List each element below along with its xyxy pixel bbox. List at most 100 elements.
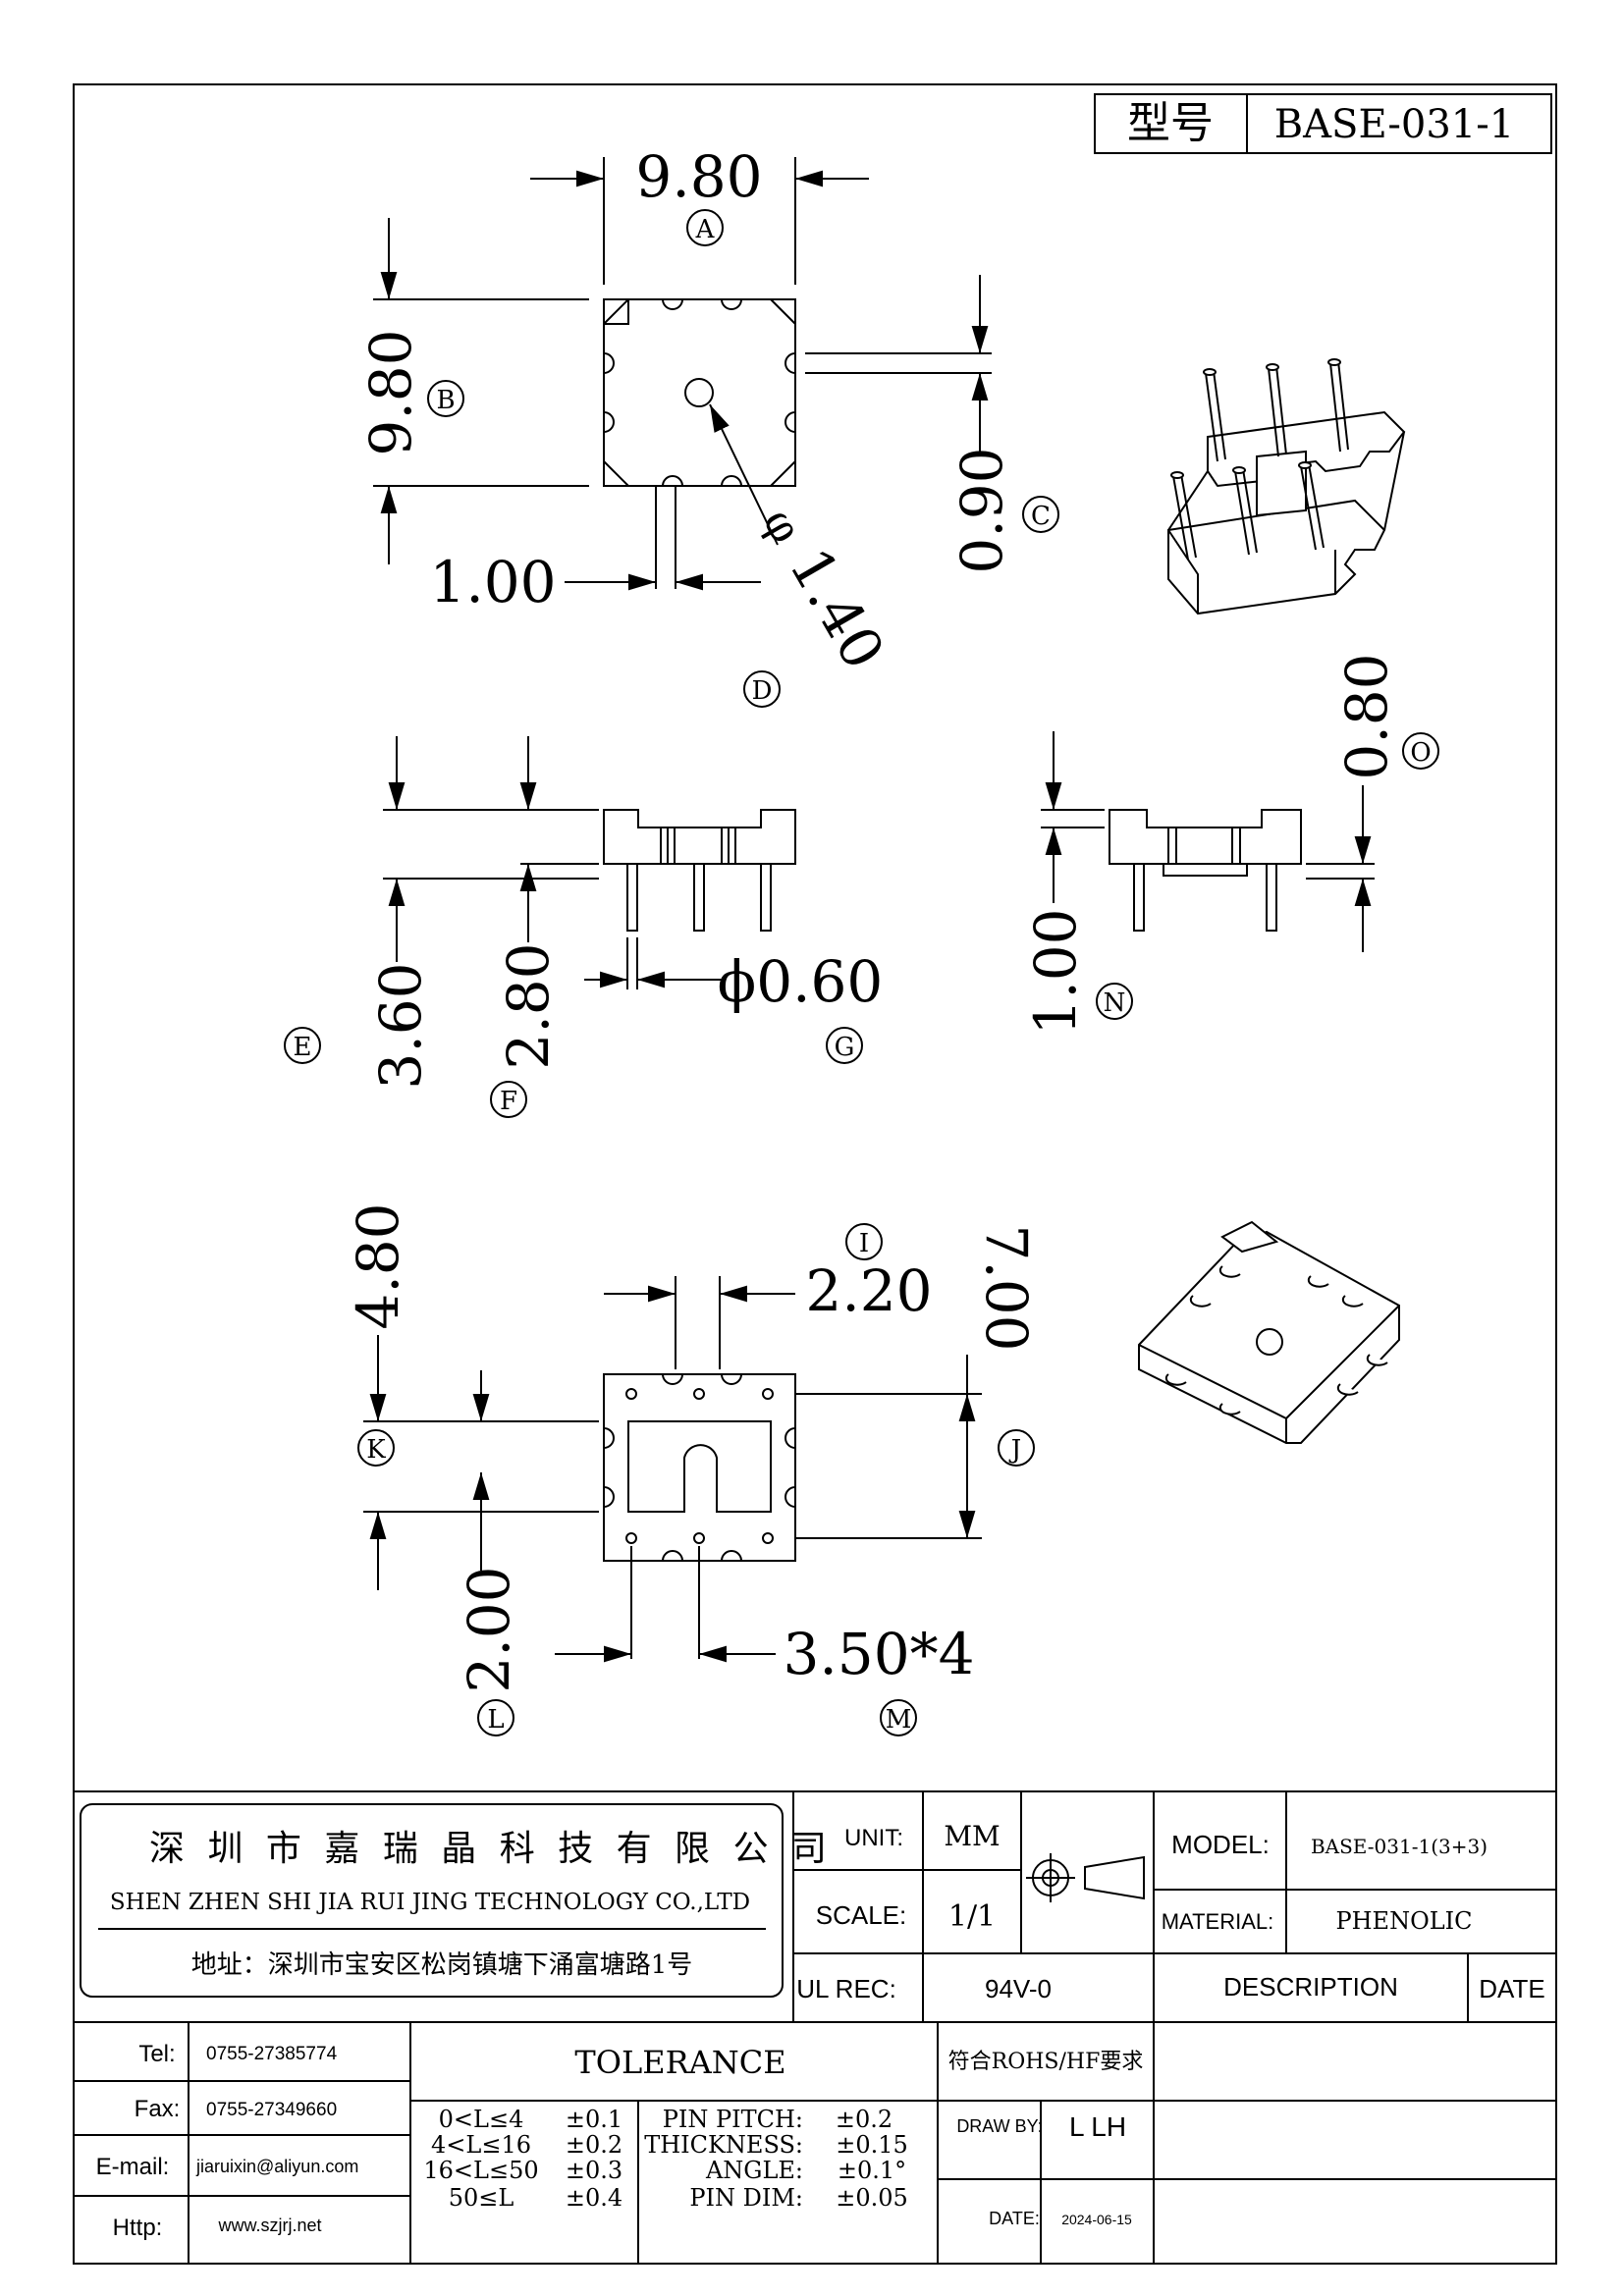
model-value: BASE-031-1(3+3) — [1311, 1835, 1488, 1858]
http-label: Http: — [113, 2215, 163, 2241]
draw-by-value: L LH — [1069, 2111, 1126, 2142]
tel-label: Tel: — [138, 2041, 175, 2067]
svg-text:K: K — [366, 1435, 386, 1465]
dim-n-o — [1041, 731, 1375, 952]
pin-label: PIN DIM: — [689, 2184, 803, 2212]
dim-b-value: 9.80 — [357, 329, 424, 455]
dim-g-value: ϕ0.60 — [718, 948, 884, 1015]
dim-d-prefix: φ — [753, 501, 812, 552]
svg-text:M: M — [886, 1705, 912, 1735]
pin-label: PIN PITCH: — [663, 2106, 803, 2133]
svg-text:F: F — [500, 1087, 517, 1116]
dim-m-value: 3.50*4 — [783, 1621, 974, 1687]
svg-text:C: C — [1031, 502, 1051, 531]
tel-value: 0755-27385774 — [206, 2044, 338, 2064]
dim-i-value: 2.20 — [805, 1257, 932, 1324]
tol-range: 16<L≤50 — [423, 2157, 538, 2184]
tol-range: 50≤L — [449, 2184, 514, 2212]
iso-view-pins — [1167, 358, 1406, 615]
dim-i-j-k-l-m — [363, 1276, 982, 1663]
dim-c-letter: C — [1022, 496, 1059, 533]
scale-label: SCALE: — [816, 1900, 907, 1930]
dim-g-letter: G — [826, 1027, 863, 1064]
email-value: jiaruixin@aliyun.com — [195, 2157, 358, 2176]
dim-d-value: 1.40 — [777, 537, 897, 680]
rohs-note: 符合ROHS/HF要求 — [948, 2050, 1144, 2074]
email-label: E-mail: — [96, 2154, 170, 2180]
svg-text:D: D — [752, 676, 773, 706]
svg-text:I: I — [859, 1229, 869, 1258]
dim-m-letter: M — [880, 1699, 917, 1736]
dim-i-letter: I — [845, 1223, 883, 1260]
sheet-border — [73, 83, 1557, 2265]
tol-range: 0<L≤4 — [439, 2106, 524, 2133]
dim-a — [530, 157, 869, 285]
scale-value: 1/1 — [948, 1899, 996, 1934]
company-en: SHEN ZHEN SHI JIA RUI JING TECHNOLOGY CO… — [110, 1890, 750, 1915]
pin-label: ANGLE: — [705, 2157, 803, 2184]
date-label: DATE: — [989, 2209, 1040, 2228]
top-view — [603, 298, 796, 487]
date-value: 2024-06-15 — [1061, 2212, 1132, 2227]
dim-a-letter: A — [686, 209, 724, 246]
fax-label: Fax: — [135, 2096, 181, 2122]
dim-o-letter: O — [1402, 732, 1439, 770]
tolerance-table: 0<L≤4 ±0.1 4<L≤16 ±0.2 16<L≤50 ±0.3 50≤L… — [423, 2106, 907, 2212]
tol-value: ±0.2 — [566, 2131, 622, 2159]
iso-view-bottom — [1138, 1220, 1400, 1444]
svg-text:J: J — [1008, 1435, 1021, 1465]
material-label: MATERIAL: — [1162, 1909, 1274, 1934]
draw-by-label: DRAW BY: — [956, 2116, 1042, 2136]
http-value: www.szjrj.net — [217, 2216, 321, 2235]
ul-value: 94V-0 — [985, 1974, 1052, 2003]
dim-a-value: 9.80 — [635, 143, 762, 210]
pin-tol: ±0.2 — [836, 2106, 893, 2133]
dim-n-value: 1.00 — [1022, 908, 1089, 1035]
dim-n-letter: N — [1096, 983, 1133, 1020]
side-view-right — [1109, 809, 1302, 932]
svg-text:O: O — [1410, 738, 1431, 768]
side-view-front — [603, 809, 796, 932]
model-label: MODEL: — [1171, 1830, 1270, 1859]
tol-value: ±0.1 — [566, 2106, 622, 2133]
dim-d — [565, 403, 779, 591]
description-label: DESCRIPTION — [1223, 1972, 1398, 2002]
dim-e-letter: E — [284, 1027, 321, 1064]
ul-label: UL REC: — [796, 1974, 896, 2003]
bottom-view — [603, 1373, 796, 1562]
dim-k-letter: K — [357, 1429, 395, 1467]
unit-value: MM — [944, 1820, 1000, 1852]
pin-label: THICKNESS: — [644, 2131, 803, 2159]
dim-e-f-g — [383, 736, 722, 989]
tol-range: 4<L≤16 — [431, 2131, 531, 2159]
dim-f-value: 2.80 — [495, 942, 562, 1069]
svg-text:G: G — [835, 1033, 855, 1062]
material-value: PHENOLIC — [1335, 1907, 1472, 1935]
tol-value: ±0.3 — [566, 2157, 622, 2184]
model-box: 型号 BASE-031-1 — [1094, 93, 1552, 154]
dim-l-value: 2.00 — [456, 1566, 522, 1692]
dim-l-letter: L — [477, 1699, 514, 1736]
svg-text:A: A — [695, 215, 716, 244]
dim-c-value: 0.90 — [948, 447, 1015, 573]
dim-d-left-value: 1.00 — [429, 549, 556, 615]
fax-value: 0755-27349660 — [206, 2100, 337, 2120]
date-header: DATE — [1479, 1974, 1544, 2003]
dim-j-value: 7.00 — [973, 1224, 1040, 1351]
unit-label: UNIT: — [844, 1825, 903, 1851]
company-cn: 深 圳 市 嘉 瑞 晶 科 技 有 限 公 司 — [149, 1829, 833, 1869]
tolerance-title: TOLERANCE — [574, 2044, 785, 2081]
dim-b — [373, 218, 589, 564]
title-block — [74, 1790, 1556, 2264]
pin-tol: ±0.1° — [838, 2157, 906, 2184]
dim-b-letter: B — [427, 380, 464, 417]
svg-text:L: L — [487, 1705, 504, 1735]
dim-d-letter: D — [743, 670, 781, 708]
model-box-label: 型号 — [1127, 98, 1214, 148]
model-box-value: BASE-031-1 — [1274, 102, 1514, 147]
svg-text:E: E — [294, 1033, 312, 1062]
pin-tol: ±0.15 — [836, 2131, 908, 2159]
dim-j-letter: J — [998, 1429, 1035, 1467]
tol-value: ±0.4 — [566, 2184, 622, 2212]
